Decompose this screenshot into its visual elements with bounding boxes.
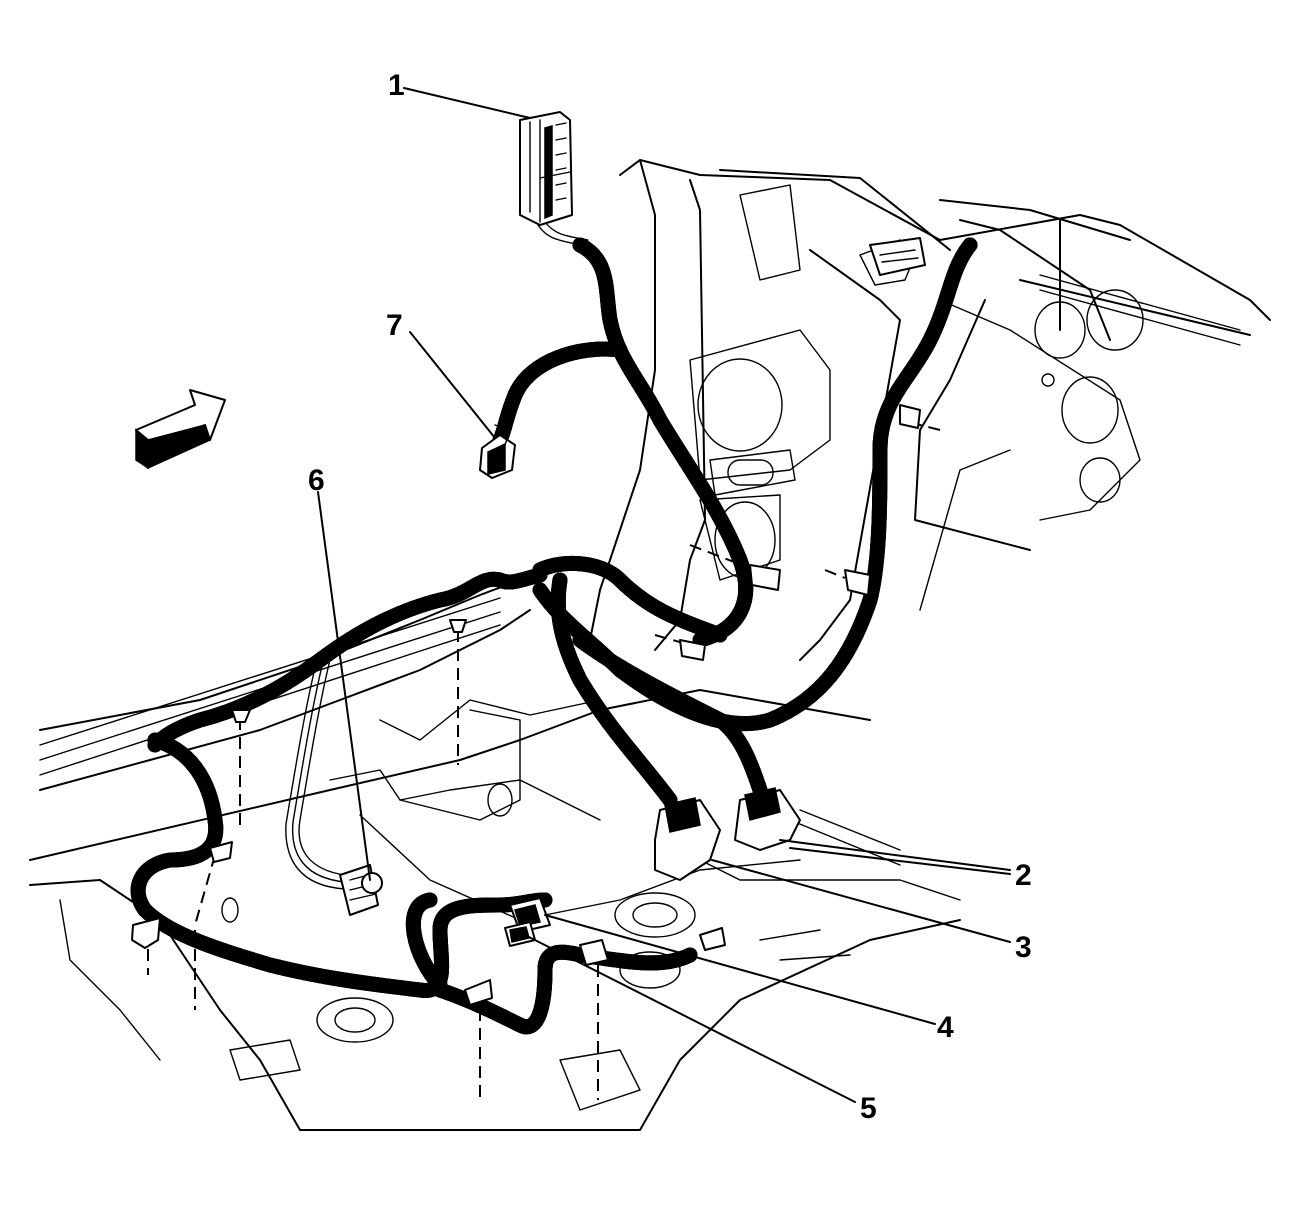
connector-6 [339,864,383,916]
rocker-panel [29,579,961,1131]
connector-3 [654,797,721,881]
connector-1 [519,111,573,226]
connector-7 [479,424,516,479]
callout-labels: 1 2 3 4 5 6 7 [308,69,1032,1125]
callout-4: 4 [937,1011,954,1044]
callout-2: 2 [1015,859,1032,892]
body-panel [589,159,1271,661]
callout-leaders [317,87,1011,1103]
fasteners [131,237,926,1006]
connector-5 [504,921,536,947]
callout-5: 5 [860,1092,877,1125]
callout-1: 1 [388,69,405,102]
callout-7: 7 [386,309,403,342]
callout-3: 3 [1015,931,1032,964]
callout-6: 6 [308,464,325,497]
forward-arrow-icon [135,389,226,470]
connector-2 [734,787,801,851]
wiring-harness [138,221,978,1027]
